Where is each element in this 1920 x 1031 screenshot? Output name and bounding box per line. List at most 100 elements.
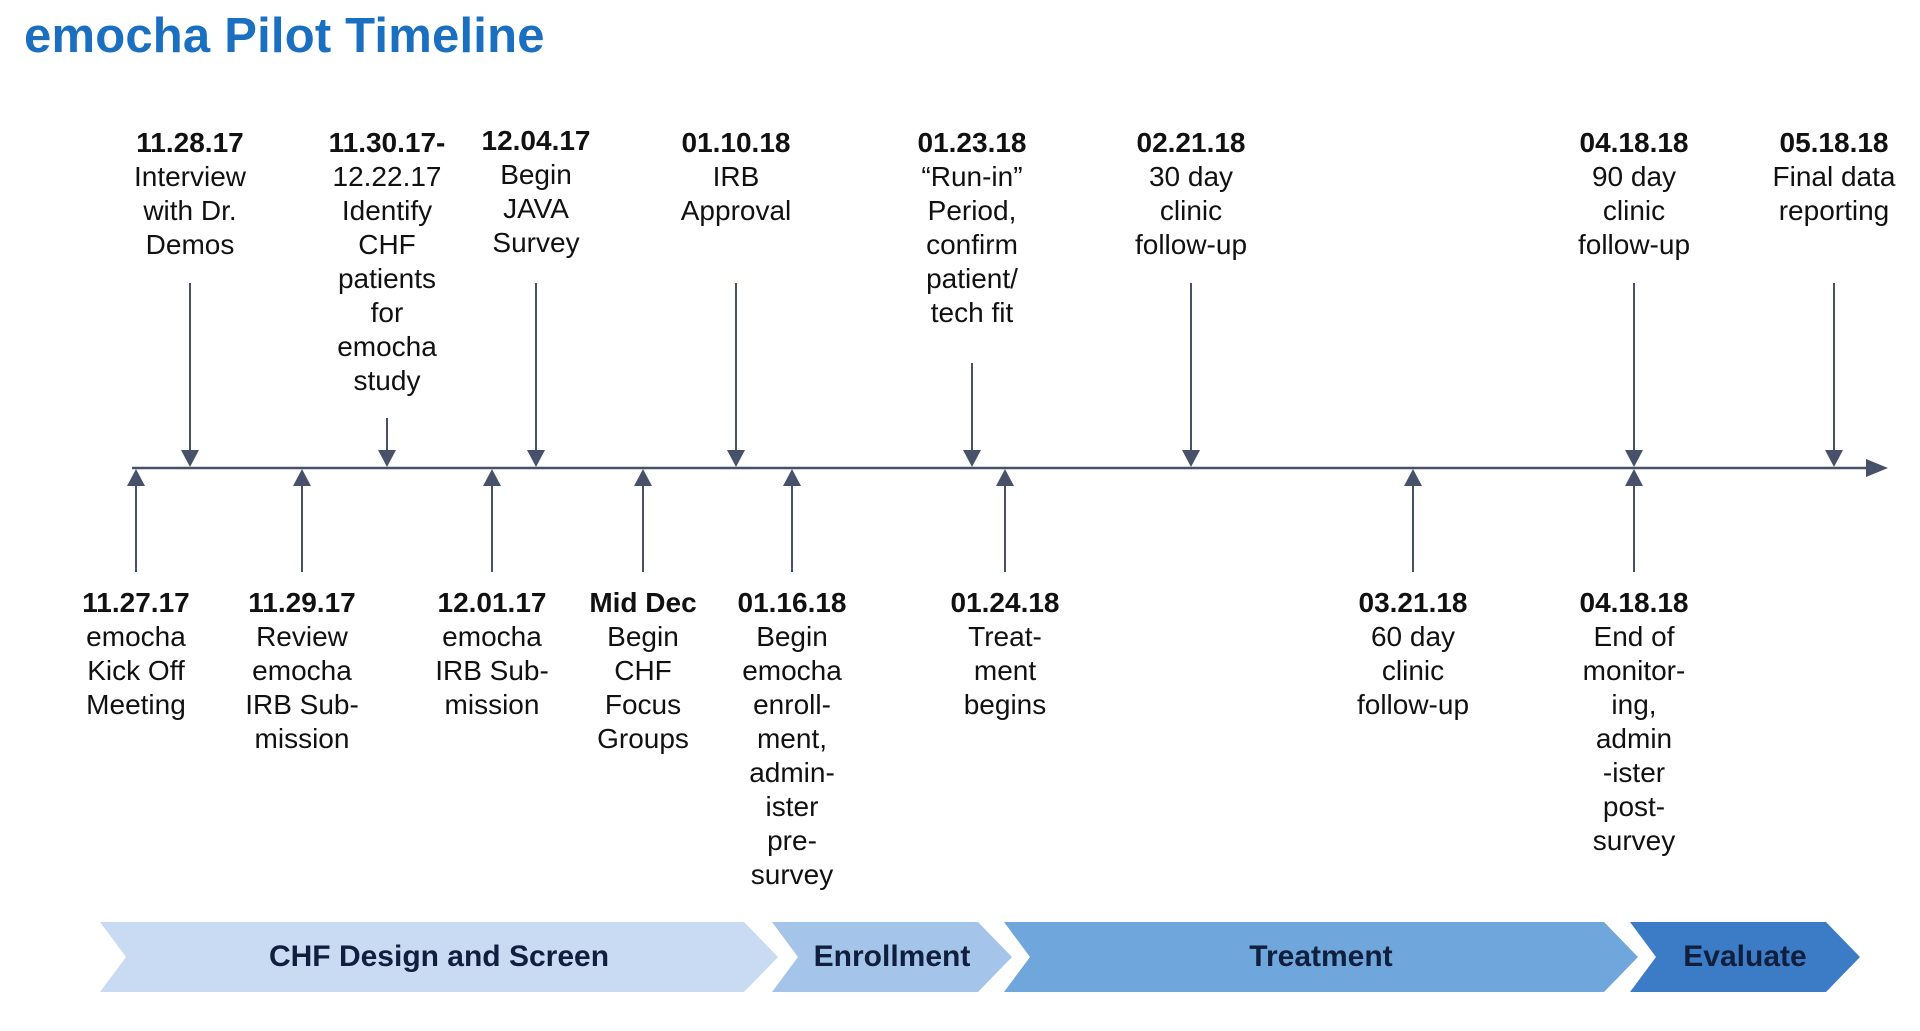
event-description-line: Review [256,621,348,652]
event-description-line: patients [337,263,437,294]
phase-chevron-treatment: Treatment [1004,922,1638,992]
event-description-line: Begin [756,621,828,652]
event-description-line: ing, [1611,689,1657,720]
event-description-line: patient/ [926,263,1018,294]
event-description-line: post- [1602,791,1666,822]
event-description-line: CHF [614,655,672,686]
event-date: 01.16.18 [737,587,847,618]
down-arrow-head [1625,450,1643,467]
event-description-line: survey [750,859,834,890]
phase-label: Enrollment [813,940,971,973]
event-description-line: 60 day [1370,621,1456,652]
event-description-line: mission [254,723,350,754]
up-arrow-head [293,469,311,486]
event-description-line: emocha [252,655,352,686]
up-arrow-head [1625,469,1643,486]
timeline-axis-arrowhead [1866,459,1888,477]
event-description-line: enroll- [753,689,831,720]
event-description-line: emocha [742,655,842,686]
up-arrow-head [996,469,1014,486]
event-description-line: reporting [1778,195,1890,226]
down-arrow-head [181,450,199,467]
event-description-line: Groups [597,723,689,754]
event-date: 04.18.18 [1579,587,1689,618]
event-description-line: Meeting [86,689,186,720]
event-description-line: CHF [358,229,416,260]
event-description-line: admin [1595,723,1673,754]
event-date: 11.30.17- [328,127,446,158]
down-arrow-head [727,450,745,467]
event-date: 01.23.18 [917,127,1027,158]
event-description-line: Focus [604,689,682,720]
up-arrow-head [783,469,801,486]
event-description-line: emocha [337,331,437,362]
event-description-line: 12.22.17 [332,161,442,192]
phase-chevron-chf-design-and-screen: CHF Design and Screen [100,922,778,992]
event-description-line: follow-up [1356,689,1470,720]
event-description-line: Kick Off [87,655,185,686]
event-date: 01.24.18 [950,587,1060,618]
event-description-line: Begin [500,159,572,190]
event-description-line: confirm [926,229,1018,260]
event-description-line: survey [1592,825,1676,856]
phase-chevron-shape [100,922,778,992]
event-date: 12.04.17 [481,125,591,156]
event-description-line: emocha [442,621,542,652]
page-title: emocha Pilot Timeline [24,9,545,63]
event-description-line: Demos [145,229,235,260]
event-date: 02.21.18 [1136,127,1246,158]
event-date: 11.27.17 [82,587,190,618]
event-description-line: Approval [680,195,792,226]
event-description-line: monitor- [1582,655,1686,686]
event-description-line: with Dr. [143,195,237,226]
event-description-line: IRB Sub- [435,655,549,686]
event-description-line: begins [963,689,1047,720]
event-description-line: JAVA [503,193,569,224]
event-description-line: IRB [712,161,760,192]
event-description-line: study [353,365,421,396]
down-arrow-head [527,450,545,467]
event-description-line: 30 day [1148,161,1234,192]
event-description-line: -ister [1602,757,1666,788]
event-description-line: Final data [1772,161,1896,192]
event-description-line: clinic [1381,655,1445,686]
event-date: 05.18.18 [1779,127,1889,158]
event-date: 01.10.18 [681,127,791,158]
event-date: 11.29.17 [248,587,356,618]
event-description-line: clinic [1602,195,1666,226]
event-date: Mid Dec [589,587,697,618]
event-description-line: ment [973,655,1037,686]
event-description-line: Begin [607,621,679,652]
phase-chevron-evaluate: Evaluate [1630,922,1860,992]
event-description-line: Survey [492,227,580,258]
down-arrow-head [1825,450,1843,467]
up-arrow-head [483,469,501,486]
event-description-line: follow-up [1134,229,1248,260]
event-date: 12.01.17 [437,587,547,618]
event-description-line: IRB Sub- [245,689,359,720]
phase-label: Evaluate [1683,940,1807,973]
event-description-line: ister [765,791,819,822]
event-description-line: clinic [1159,195,1223,226]
event-description-line: pre- [767,825,817,856]
down-arrow-head [1182,450,1200,467]
up-arrow-head [127,469,145,486]
phase-chevron-shape [1630,922,1860,992]
phase-chevron-enrollment: Enrollment [772,922,1012,992]
phase-chevron-shape [772,922,1012,992]
event-description-line: “Run-in” [921,161,1023,192]
